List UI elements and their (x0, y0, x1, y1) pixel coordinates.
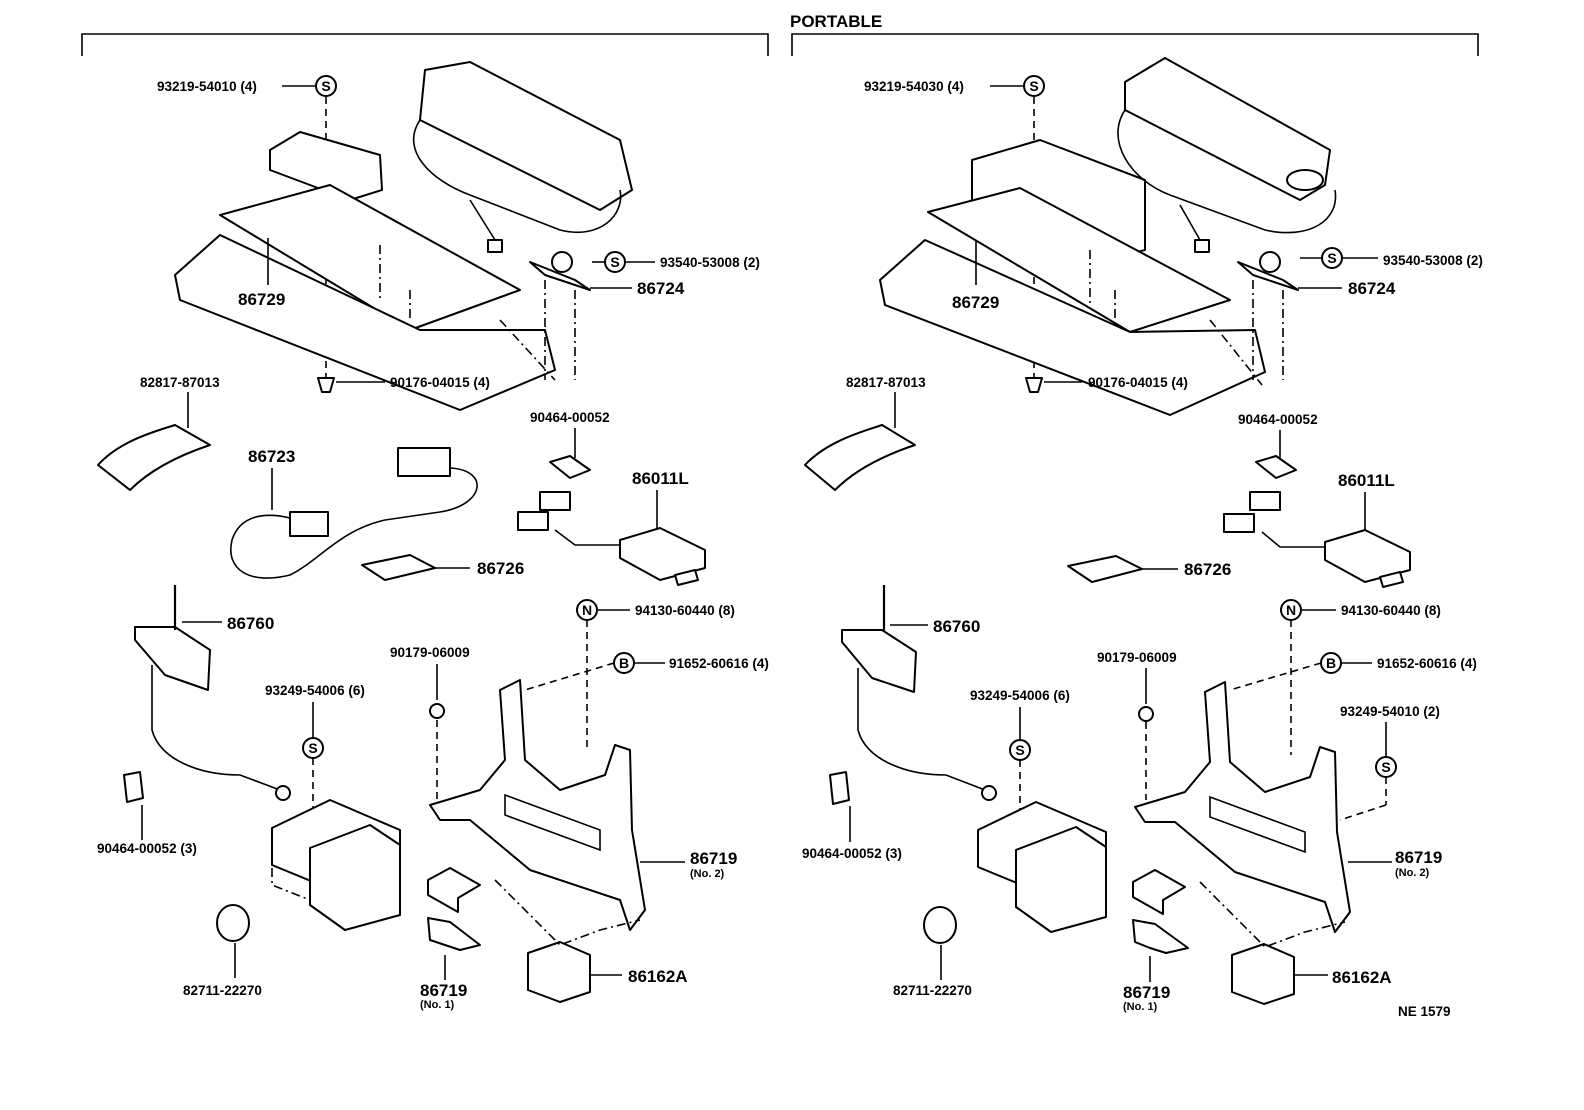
handset-part (419, 61, 633, 211)
cover-part (269, 131, 383, 201)
svg-text:B: B (619, 655, 629, 671)
label-screw-bottom: 93249-54006 (6) (265, 683, 365, 698)
label-clip-r: 90176-04015 (4) (1088, 375, 1188, 390)
label-band-r: 82711-22270 (893, 983, 972, 998)
bracket-top-part (551, 251, 573, 273)
label-holder: 86726 (477, 559, 524, 578)
relay-part-r (1231, 943, 1295, 1005)
screw-symbol-r (1023, 75, 1045, 97)
label-clamp-bottom: 90464-00052 (3) (97, 841, 197, 856)
label-bracket-no1-sub: (No. 1) (420, 999, 455, 1011)
right-panel: S 93219-54030 (4) 86729 S 93540-53008 (2… (802, 57, 1483, 1019)
holder-part (361, 554, 436, 581)
band-part (216, 904, 250, 942)
mount-tray (174, 234, 556, 411)
svg-text:S: S (610, 254, 619, 270)
label-nut-b-r: 90179-06009 (1097, 650, 1177, 665)
cord-connector (289, 511, 329, 537)
bracket-no1-part-r (1132, 919, 1189, 954)
clip-part (317, 377, 335, 393)
bracket-no1-part (427, 917, 481, 951)
diagram-title: PORTABLE (790, 12, 882, 31)
label-bolt-r: 91652-60616 (4) (1377, 656, 1477, 671)
label-screw-top: 93219-54010 (4) (157, 79, 257, 94)
svg-text:S: S (1029, 78, 1038, 94)
label-nut: 94130-60440 (8) (635, 603, 735, 618)
antenna-part (134, 626, 211, 691)
label-bracket-no1: 86719 (420, 981, 467, 1000)
relay-part (527, 941, 591, 1003)
label-clamp-top-r: 90464-00052 (1238, 412, 1318, 427)
unit-part (619, 527, 706, 581)
clamp-bottom-part (123, 771, 144, 803)
figure-code: NE 1579 (1398, 1004, 1451, 1019)
label-bolt: 91652-60616 (4) (669, 656, 769, 671)
svg-text:S: S (1381, 759, 1390, 775)
label-bracket-no1-r: 86719 (1123, 983, 1170, 1002)
nut-b-part-r (1138, 706, 1154, 722)
label-clip: 90176-04015 (4) (390, 375, 490, 390)
screw-symbol (315, 75, 337, 97)
label-plate-r: 86729 (952, 293, 999, 312)
label-cord: 86723 (248, 447, 295, 466)
svg-text:S: S (321, 78, 330, 94)
label-bracket-no2-sub: (No. 2) (690, 868, 725, 880)
label-nut-r: 94130-60440 (8) (1341, 603, 1441, 618)
right-bracket-line (791, 33, 1479, 56)
label-screw-right: 93540-53008 (2) (660, 255, 760, 270)
left-bracket-line (81, 33, 769, 56)
label-clamp-bottom-r: 90464-00052 (3) (802, 846, 902, 861)
label-bracket-no2-r: 86719 (1395, 848, 1442, 867)
svg-text:B: B (1326, 655, 1336, 671)
label-antenna: 86760 (227, 614, 274, 633)
bracket-top-part-r (1259, 251, 1281, 273)
label-band: 82711-22270 (183, 983, 262, 998)
svg-text:S: S (1327, 250, 1336, 266)
label-bracket-top-r: 86724 (1348, 279, 1396, 298)
label-screw-right-r: 93540-53008 (2) (1383, 253, 1483, 268)
label-screw-top-r: 93219-54030 (4) (864, 79, 964, 94)
label-clamp-top: 90464-00052 (530, 410, 610, 425)
svg-text:S: S (1015, 742, 1024, 758)
label-antenna-r: 86760 (933, 617, 980, 636)
label-label-sheet-r: 82817-87013 (846, 375, 926, 390)
base-plate (219, 184, 521, 331)
label-sheet-part-r (804, 424, 916, 491)
label-unit: 86011L (632, 469, 689, 488)
label-bracket-no2-sub-r: (No. 2) (1395, 867, 1430, 879)
label-holder-r: 86726 (1184, 560, 1231, 579)
svg-text:S: S (308, 740, 317, 756)
label-plate: 86729 (238, 290, 285, 309)
svg-text:N: N (1286, 602, 1296, 618)
label-nut-b: 90179-06009 (390, 645, 470, 660)
clamp-top-part-r (1255, 455, 1297, 479)
label-relay: 86162A (628, 967, 688, 986)
label-bracket-top: 86724 (637, 279, 685, 298)
label-screw-bottom-r: 93249-54006 (6) (970, 688, 1070, 703)
label-sheet-part (97, 424, 211, 491)
bracket-no1-upper (427, 867, 481, 913)
base-plate-r (927, 187, 1231, 333)
left-panel: S 93219-54010 (4) 86729 S 93540-53008 (2… (97, 61, 769, 1011)
holder-part-r (1067, 555, 1143, 583)
label-label-sheet: 82817-87013 (140, 375, 220, 390)
label-bracket-no2: 86719 (690, 849, 737, 868)
unit-part-r (1324, 529, 1411, 583)
antenna-part-r (841, 629, 917, 693)
clip-part-r (1025, 377, 1043, 393)
cord-box (397, 447, 451, 477)
svg-text:N: N (582, 602, 592, 618)
label-unit-r: 86011L (1338, 471, 1395, 490)
nut-b-part (429, 703, 445, 719)
clamp-top-part (549, 455, 591, 479)
label-bracket-no1-sub-r: (No. 1) (1123, 1001, 1158, 1013)
bracket-no1-upper-r (1132, 869, 1186, 915)
label-relay-r: 86162A (1332, 968, 1392, 987)
label-screw-extra-r: 93249-54010 (2) (1340, 704, 1440, 719)
clamp-bottom-part-r (829, 771, 850, 805)
band-part-r (923, 906, 957, 944)
